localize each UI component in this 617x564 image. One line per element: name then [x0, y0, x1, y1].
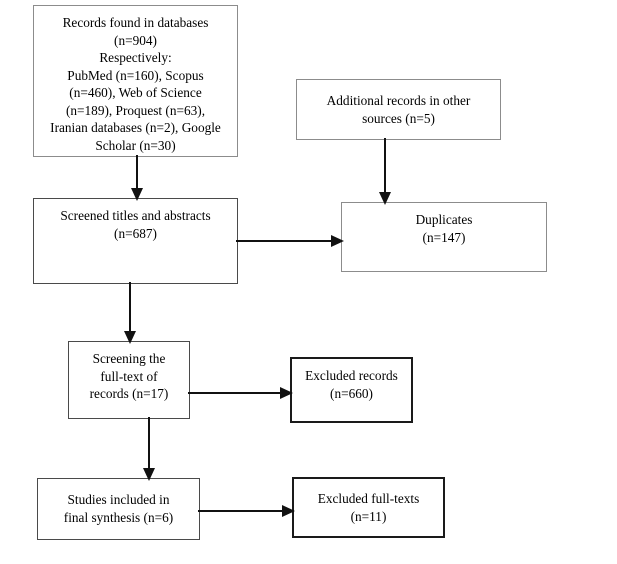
additional-records-box: Additional records in other sources (n=5…: [296, 79, 501, 140]
arrow-fulltext-to-excluded-records: [188, 387, 293, 399]
screening-fulltext-box: Screening the full-text of records (n=17…: [68, 341, 190, 419]
records-found-label: Records found in databases (n=904) Respe…: [50, 15, 221, 153]
records-found-box: Records found in databases (n=904) Respe…: [33, 5, 238, 157]
studies-included-label: Studies included in final synthesis (n=6…: [63, 492, 174, 525]
excluded-fulltexts-label: Excluded full-texts (n=11): [317, 490, 420, 524]
screened-titles-box: Screened titles and abstracts (n=687): [33, 198, 238, 284]
additional-records-label: Additional records in other sources (n=5…: [326, 92, 471, 126]
studies-included-box: Studies included in final synthesis (n=6…: [37, 478, 200, 540]
arrow-included-to-excluded-fulltexts: [198, 505, 295, 517]
screening-fulltext-label: Screening the full-text of records (n=17…: [89, 351, 169, 402]
screened-titles-label: Screened titles and abstracts (n=687): [60, 208, 211, 241]
arrow-records-to-screened: [131, 155, 143, 201]
excluded-fulltexts-box: Excluded full-texts (n=11): [292, 477, 445, 538]
arrow-additional-to-duplicates: [379, 138, 391, 205]
arrow-screened-to-fulltext: [124, 282, 136, 344]
excluded-records-label: Excluded records (n=660): [305, 368, 398, 401]
duplicates-box: Duplicates (n=147): [341, 202, 547, 272]
arrow-screened-to-duplicates: [236, 235, 344, 247]
duplicates-label: Duplicates (n=147): [415, 212, 473, 245]
arrow-fulltext-to-included: [143, 417, 155, 481]
excluded-records-box: Excluded records (n=660): [290, 357, 413, 423]
